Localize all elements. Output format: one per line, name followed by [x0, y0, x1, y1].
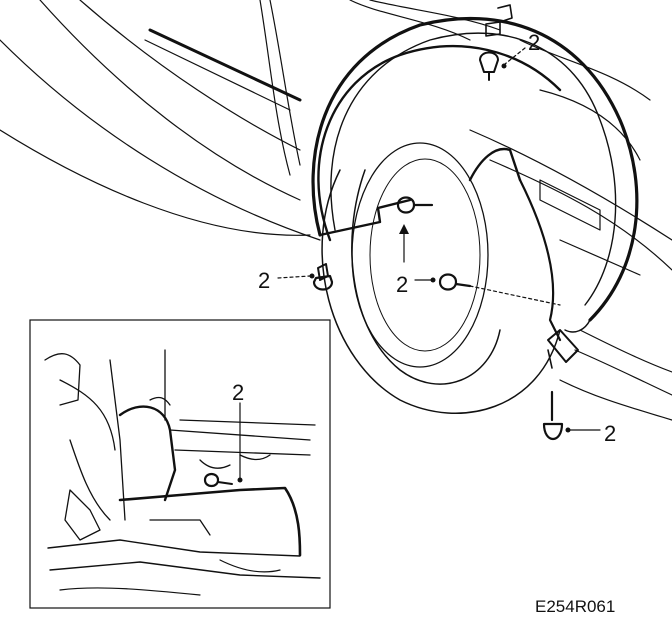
bolt-icon [396, 196, 434, 214]
leader-lines [277, 47, 601, 433]
callout-left-clip: 2 [258, 268, 270, 293]
callout-top: 2 [528, 30, 540, 55]
clip-icon [479, 4, 513, 81]
callout-lower-bolt: 2 [604, 421, 616, 446]
body-panel-lines [0, 0, 672, 421]
bolt-icon [542, 329, 579, 441]
fasteners [312, 4, 579, 441]
bolt-icon [203, 472, 233, 488]
wheel-arch-liner [311, 17, 639, 342]
bolt-icon [312, 263, 334, 291]
figure-code: E254R061 [535, 597, 615, 616]
wheel [321, 142, 561, 414]
inset-detail: 2 [29, 319, 331, 609]
callout-inset: 2 [232, 380, 244, 405]
bolt-icon [438, 273, 472, 291]
callout-center-bolt: 2 [396, 272, 408, 297]
